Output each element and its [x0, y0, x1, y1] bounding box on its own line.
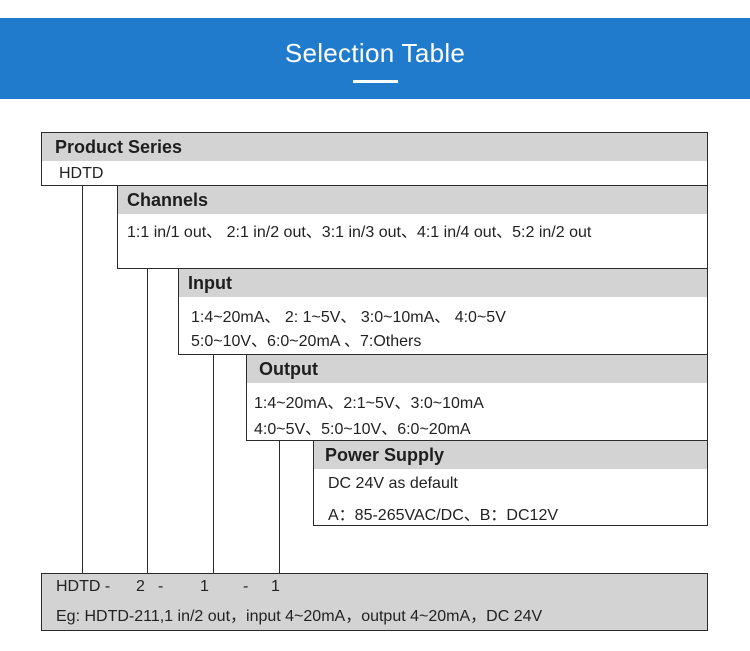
power-supply-box: Power Supply DC 24V as default A：85-265V… — [313, 440, 708, 526]
output-header: Output — [247, 355, 707, 383]
connector-input — [147, 268, 148, 573]
code-separator: - — [243, 578, 249, 595]
connector-output — [213, 354, 214, 573]
output-box: Output 1:4~20mA、2:1~5V、3:0~10mA 4:0~5V、5… — [246, 354, 708, 441]
power-supply-options: A：85-265VAC/DC、B：DC12V — [328, 507, 559, 524]
power-supply-default: DC 24V as default — [328, 475, 458, 492]
channels-options: 1:1 in/1 out、 2:1 in/2 out、3:1 in/3 out、… — [127, 224, 592, 241]
output-options-line-1: 1:4~20mA、2:1~5V、3:0~10mA — [254, 395, 484, 412]
connector-channels — [82, 185, 83, 573]
title-banner: Selection Table — [0, 18, 750, 99]
code-input: 1 — [200, 578, 209, 595]
product-series-header: Product Series — [42, 133, 707, 161]
page-title: Selection Table — [284, 38, 466, 68]
example-box: HDTD - 2 - 1 - 1 Eg: HDTD-211,1 in/2 out… — [41, 573, 708, 631]
code-channels: 2 — [136, 578, 145, 595]
example-description: Eg: HDTD-211,1 in/2 out，input 4~20mA，out… — [56, 608, 543, 625]
title-underline — [353, 80, 398, 83]
input-header: Input — [179, 269, 707, 297]
output-options-line-2: 4:0~5V、5:0~10V、6:0~20mA — [254, 421, 471, 438]
input-box: Input 1:4~20mA、 2: 1~5V、 3:0~10mA、 4:0~5… — [178, 268, 708, 355]
input-options-line-1: 1:4~20mA、 2: 1~5V、 3:0~10mA、 4:0~5V — [191, 309, 506, 326]
code-output: 1 — [271, 578, 280, 595]
connector-power — [279, 440, 280, 573]
input-options-line-2: 5:0~10V、6:0~20mA 、7:Others — [191, 333, 422, 350]
channels-header: Channels — [118, 186, 707, 214]
channels-box: Channels 1:1 in/1 out、 2:1 in/2 out、3:1 … — [117, 185, 708, 269]
product-series-box: Product Series HDTD — [41, 132, 708, 186]
code-series: HDTD - — [56, 578, 111, 595]
product-series-value: HDTD — [59, 165, 104, 182]
power-supply-header: Power Supply — [314, 441, 707, 469]
code-separator: - — [158, 578, 164, 595]
